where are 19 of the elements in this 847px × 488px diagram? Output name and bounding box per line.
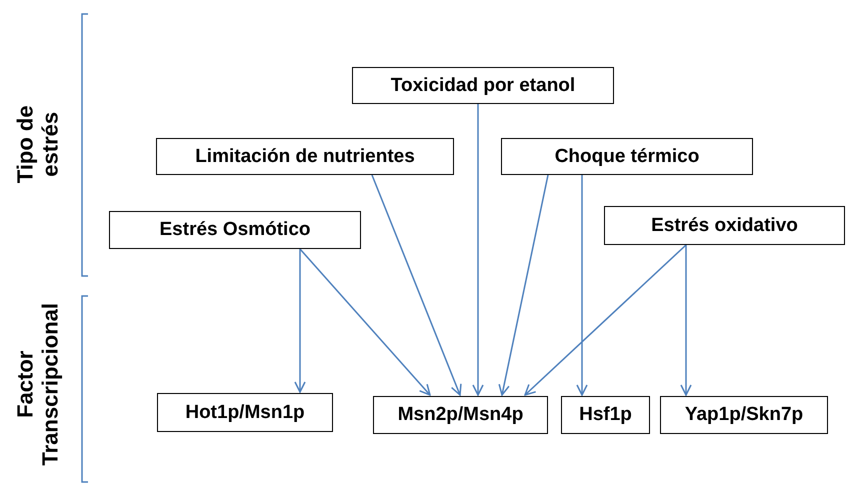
arrow (299, 248, 431, 396)
arrow (576, 175, 588, 396)
arrow (524, 244, 687, 396)
stress-box: Toxicidad por etanol (352, 67, 614, 104)
arrow (498, 174, 549, 396)
stress-box: Choque térmico (501, 138, 753, 175)
factor-box: Hot1p/Msn1p (157, 393, 333, 432)
stress-box: Estrés Osmótico (109, 211, 361, 249)
axis-group-label: Factor Transcripcional (12, 302, 64, 468)
factor-box: Msn2p/Msn4p (373, 396, 548, 434)
factor-box: Yap1p/Skn7p (660, 396, 828, 434)
stress-box: Estrés oxidativo (604, 206, 845, 245)
axis-group-label: Tipo de estrés (12, 104, 64, 186)
arrow (294, 249, 306, 393)
factor-box: Hsf1p (561, 396, 650, 434)
stress-box: Limitación de nutrientes (156, 138, 454, 175)
arrow (371, 174, 462, 396)
arrow (680, 245, 692, 396)
arrow (472, 104, 484, 396)
